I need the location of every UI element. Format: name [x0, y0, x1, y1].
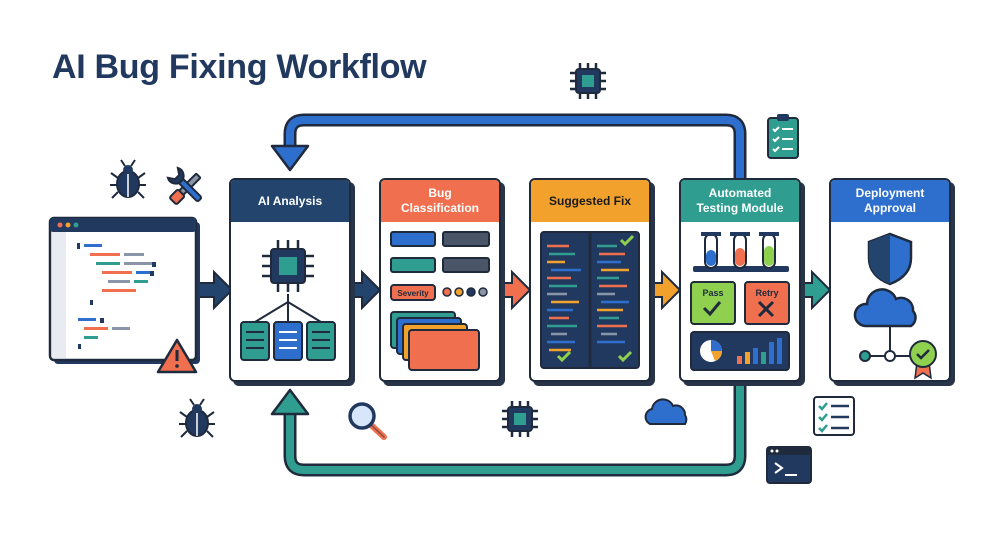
cloud-icon	[853, 288, 917, 328]
bug-icon	[179, 398, 215, 438]
retry-badge	[744, 281, 790, 325]
terminal-icon	[766, 446, 812, 484]
stage-header: Suggested Fix	[531, 180, 649, 222]
page-title: AI Bug Fixing Workflow	[52, 48, 427, 86]
dashboard-panel	[690, 331, 790, 371]
warning-icon	[156, 338, 198, 374]
document-icon	[240, 321, 270, 361]
stage-header: AI Analysis	[231, 180, 349, 222]
tools-icon	[166, 166, 203, 205]
stage-title: Suggested Fix	[548, 193, 631, 208]
network-icon	[859, 326, 915, 362]
stage-ai-analysis: AI Analysis	[229, 178, 351, 382]
document-icon	[273, 321, 303, 361]
cloud-icon	[644, 398, 688, 425]
arrow-code-to-analysis	[197, 269, 234, 311]
document-icon	[306, 321, 336, 361]
arrow-classification-to-fix	[497, 269, 532, 311]
feedback-loop-top	[270, 113, 747, 180]
retry-label: Retry	[755, 288, 779, 298]
stacked-cards	[390, 311, 480, 371]
chip-icon	[502, 401, 538, 437]
shield-icon	[867, 232, 913, 286]
stage-suggested-fix: Suggested Fix	[529, 178, 651, 382]
checklist-icon	[813, 396, 855, 436]
deployment-illustration	[853, 232, 937, 380]
arrow-analysis-to-classification	[347, 269, 382, 311]
bug-icon	[110, 159, 146, 199]
classification-illustration	[390, 231, 490, 371]
pass-badge	[690, 281, 736, 325]
testing-illustration	[690, 232, 790, 371]
clipboard-icon	[767, 114, 799, 159]
ai-analysis-illustration	[240, 240, 336, 361]
approval-badge-icon	[909, 340, 937, 380]
arrow-testing-to-deployment	[797, 269, 832, 311]
cpu-icon	[262, 240, 314, 292]
severity-label: Severity	[397, 289, 429, 298]
arrow-fix-to-testing	[647, 269, 682, 311]
feedback-loop-bottom	[270, 382, 747, 477]
severity-tag	[390, 284, 436, 301]
chip-icon	[570, 63, 606, 99]
magnifier-icon	[348, 402, 387, 440]
stage-title: AI Analysis	[257, 193, 323, 208]
pass-label: Pass	[702, 288, 724, 298]
code-editor-window	[48, 216, 200, 364]
code-diff-illustration	[540, 231, 640, 369]
test-tubes-icon	[693, 232, 789, 272]
